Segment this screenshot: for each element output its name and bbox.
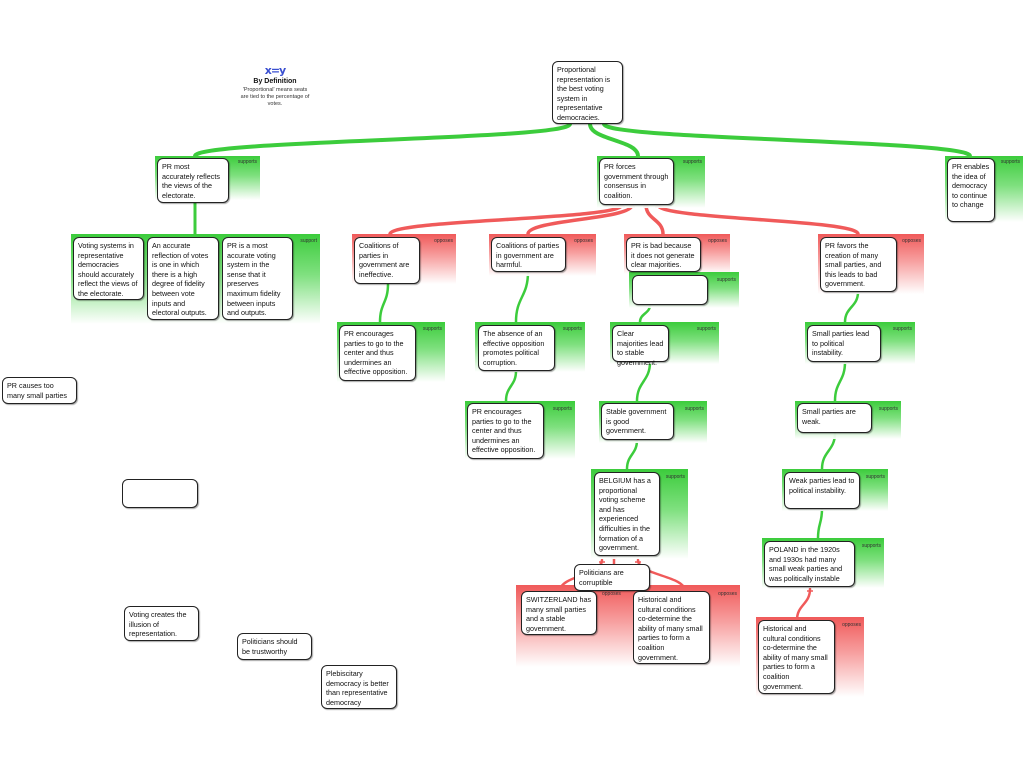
- premise-b2[interactable]: An accurate reflection of votes is one i…: [147, 237, 219, 320]
- floating-claim-plebiscitary-democracy[interactable]: Plebiscitary democracy is better than re…: [321, 665, 397, 709]
- premise-b1[interactable]: Voting systems in representative democra…: [73, 237, 144, 300]
- premise-b3[interactable]: PR is a most accurate voting system in t…: [222, 237, 293, 320]
- panel-label: opposes: [602, 591, 621, 597]
- panel-label: supports: [665, 474, 685, 480]
- objection-c3[interactable]: PR is bad because it does not generate c…: [626, 237, 701, 272]
- floating-claim-voting-illusion[interactable]: Voting creates the illusion of represent…: [124, 606, 199, 641]
- link-a2-c2: [526, 203, 634, 236]
- equation-icon: x=y: [264, 64, 286, 77]
- link-c1-d1: [378, 282, 390, 324]
- reason-a1[interactable]: PR most accurately reflects the views of…: [157, 158, 229, 203]
- empty-node-2[interactable]: [122, 479, 198, 508]
- link-a2-c3: [644, 203, 665, 236]
- reason-d3[interactable]: Clear majorities lead to stable governme…: [612, 325, 669, 367]
- reason-g4-poland[interactable]: POLAND in the 1920s and 1930s had many s…: [764, 541, 855, 587]
- objection-c4[interactable]: PR favors the creation of many small par…: [820, 237, 897, 292]
- panel-label: support: [300, 238, 317, 244]
- link-d2-e2: [504, 369, 518, 403]
- panel-label: supports: [237, 159, 257, 165]
- link-d4-e4: [833, 360, 847, 403]
- reason-f4[interactable]: Weak parties lead to political instabili…: [784, 472, 860, 509]
- claim-root[interactable]: Proportional representation is the best …: [552, 61, 623, 124]
- link-d3-e3: [635, 360, 652, 403]
- panel-label: opposes: [574, 238, 593, 244]
- definition-text: 'Proportional' means seats are tied to t…: [240, 87, 310, 107]
- empty-node[interactable]: [632, 275, 708, 305]
- link-c4-d4: [843, 290, 860, 324]
- floating-claim-pr-small-parties[interactable]: PR causes too many small parties: [2, 377, 77, 404]
- reason-d1[interactable]: PR encourages parties to go to the cente…: [339, 325, 416, 381]
- link-root-a1: [193, 122, 572, 158]
- panel-label: opposes: [718, 591, 737, 597]
- reason-d2[interactable]: The absence of an effective opposition p…: [478, 325, 555, 371]
- link-g4-hist2: [795, 587, 812, 622]
- reason-e3[interactable]: Stable government is good government.: [601, 403, 674, 440]
- objection-politicians-corruptible[interactable]: Politicians are corruptible: [574, 564, 650, 591]
- panel-label: opposes: [708, 238, 727, 244]
- reason-a2[interactable]: PR forces government through consensus i…: [599, 158, 674, 205]
- panel-label: supports: [861, 543, 881, 549]
- panel-label: supports: [878, 406, 898, 412]
- panel-label: supports: [865, 474, 885, 480]
- objection-c2[interactable]: Coalitions of parties in government are …: [491, 237, 566, 272]
- objection-switzerland[interactable]: SWITZERLAND has many small parties and a…: [521, 591, 597, 635]
- link-root-a2: [588, 122, 640, 158]
- panel-label: supports: [684, 406, 704, 412]
- panel-label: opposes: [902, 238, 921, 244]
- panel-label: supports: [552, 406, 572, 412]
- objection-c1[interactable]: Coalitions of parties in government are …: [354, 237, 420, 284]
- link-f4-g4: [816, 507, 824, 540]
- panel-label: supports: [1000, 159, 1020, 165]
- reason-a3[interactable]: PR enables the idea of democracy to cont…: [947, 158, 995, 222]
- link-e3-f3: [625, 438, 639, 471]
- link-c2-d2: [514, 270, 530, 324]
- panel-label: supports: [562, 326, 582, 332]
- floating-claim-politicians-trustworthy[interactable]: Politicians should be trustworthy: [237, 633, 312, 660]
- panel-label: opposes: [842, 622, 861, 628]
- panel-label: supports: [682, 159, 702, 165]
- objection-historical-1[interactable]: Historical and cultural conditions co-de…: [633, 591, 710, 664]
- link-a2-c1: [388, 203, 624, 236]
- link-a2-c4: [656, 203, 860, 236]
- panel-label: supports: [696, 326, 716, 332]
- definition-note[interactable]: x=y By Definition 'Proportional' means s…: [240, 64, 310, 108]
- panel-label: supports: [422, 326, 442, 332]
- definition-title: By Definition: [253, 78, 297, 85]
- link-root-a3: [602, 122, 972, 158]
- reason-d4[interactable]: Small parties lead to political instabil…: [807, 325, 881, 362]
- panel-label: opposes: [434, 238, 453, 244]
- panel-label: supports: [716, 277, 736, 283]
- objection-historical-2[interactable]: Historical and cultural conditions co-de…: [758, 620, 835, 694]
- panel-label: supports: [892, 326, 912, 332]
- reason-e2[interactable]: PR encourages parties to go to the cente…: [467, 403, 544, 459]
- reason-f3-belgium[interactable]: BELGIUM has a proportional voting scheme…: [594, 472, 660, 556]
- reason-e4[interactable]: Small parties are weak.: [797, 403, 872, 433]
